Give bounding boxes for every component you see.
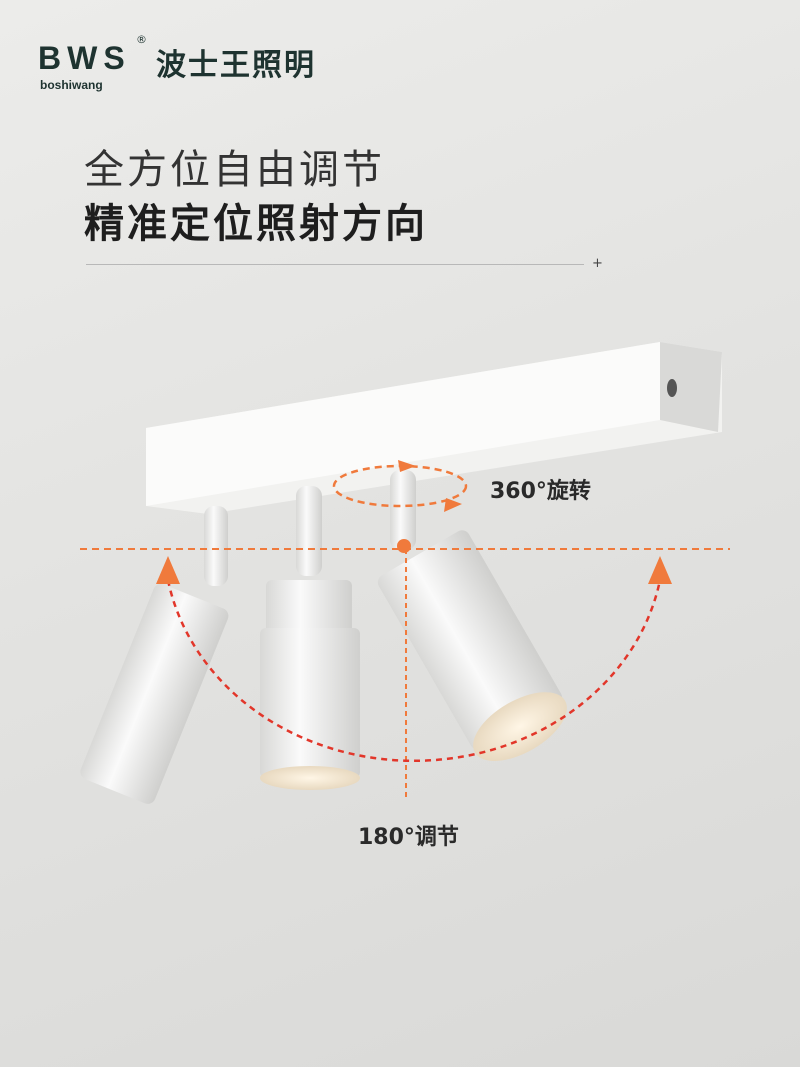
- spotlight-left: [80, 506, 229, 804]
- brand-name: 波士王照明: [156, 48, 316, 83]
- registered-mark: ®: [136, 33, 147, 46]
- plus-mark: +: [592, 256, 603, 271]
- tilt-label: 180°调节: [358, 825, 459, 850]
- logo-subtext: boshiwang: [40, 78, 103, 92]
- spotlight-center: [260, 486, 360, 790]
- brand-logo: BWS boshiwang ® 波士王照明: [38, 34, 316, 94]
- rotation-label: 360°旋转: [490, 479, 591, 504]
- logo-letters: BWS: [38, 40, 131, 76]
- rotation-indicator: [332, 460, 468, 512]
- logo-mark: BWS boshiwang ®: [38, 34, 150, 94]
- track-rail: [146, 342, 722, 514]
- tilt-indicator: [80, 539, 730, 800]
- divider: [86, 264, 584, 265]
- headline-secondary: 精准定位照射方向: [84, 201, 428, 247]
- spotlight-right: [377, 470, 567, 761]
- headline-primary: 全方位自由调节: [84, 147, 385, 193]
